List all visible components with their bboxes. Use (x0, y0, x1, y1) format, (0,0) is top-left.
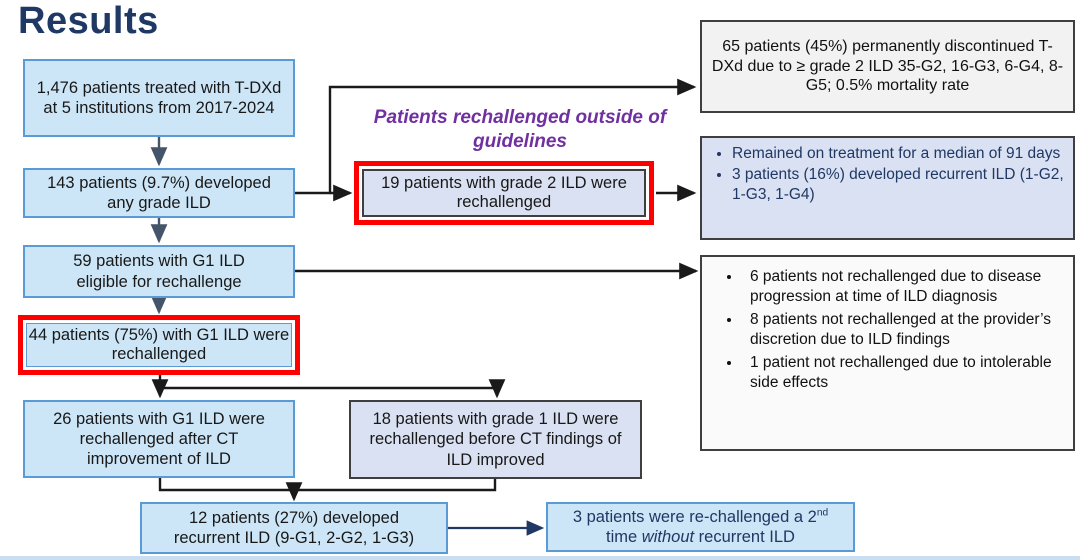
not-rechallenged-reasons-list: 6 patients not rechallenged due to disea… (708, 267, 1067, 394)
not-rechallenged-reason-item: 6 patients not rechallenged due to disea… (742, 267, 1067, 308)
panel-grade2-outcomes: Remained on treatment for a median of 91… (700, 136, 1075, 240)
flow-box-eligible-text: 59 patients with G1 ILD eligible for rec… (73, 252, 245, 291)
second-rechallenge-part2: time (606, 528, 642, 546)
grade2-outcomes-list: Remained on treatment for a median of 91… (706, 144, 1065, 205)
grade2-outcome-item: Remained on treatment for a median of 91… (732, 144, 1065, 164)
second-rechallenge-italic: without (641, 528, 695, 546)
connector-44-to-18 (160, 379, 506, 399)
flow-box-rechallenged-g1-text: 44 patients (75%) with G1 ILD were recha… (28, 326, 290, 363)
outside-guidelines-label: Patients rechallenged outside of guideli… (373, 107, 667, 152)
page-title: Results (18, 0, 159, 42)
panel-not-rechallenged-reasons: 6 patients not rechallenged due to disea… (700, 255, 1075, 451)
panel-discontinued-text: 65 patients (45%) permanently discontinu… (711, 38, 1064, 95)
flow-box-rechallenged-after-ct: 26 patients with G1 ILD were rechallenge… (23, 400, 295, 478)
flow-box-rechallenged-g1: 44 patients (75%) with G1 ILD were recha… (26, 323, 292, 367)
grade2-outcome-item: 3 patients (16%) developed recurrent ILD… (732, 165, 1065, 205)
panel-discontinued: 65 patients (45%) permanently discontinu… (700, 20, 1075, 113)
not-rechallenged-reason-item: 8 patients not rechallenged at the provi… (742, 310, 1067, 351)
flow-box-rechallenged-g1-highlight: 44 patients (75%) with G1 ILD were recha… (18, 315, 300, 375)
flow-box-grade2-rechallenged-text: 19 patients with grade 2 ILD were rechal… (381, 174, 627, 211)
flow-box-developed-ild: 143 patients (9.7%) developed any grade … (23, 168, 295, 218)
slide-bottom-strip (0, 556, 1080, 560)
flow-box-recurrent-ild: 12 patients (27%) developed recurrent IL… (140, 502, 448, 554)
flow-box-second-rechallenge-text: 3 patients were re-challenged a 2nd time… (560, 507, 841, 547)
flow-box-rechallenged-after-ct-text: 26 patients with G1 ILD were rechallenge… (53, 409, 265, 469)
flow-box-rechallenged-before-ct-text: 18 patients with grade 1 ILD were rechal… (369, 410, 622, 469)
flow-box-developed-ild-text: 143 patients (9.7%) developed any grade … (47, 173, 271, 212)
flow-box-treated: 1,476 patients treated with T-DXd at 5 i… (23, 59, 295, 137)
second-rechallenge-part1: 3 patients were re-challenged a 2 (572, 507, 817, 526)
flow-box-eligible: 59 patients with G1 ILD eligible for rec… (23, 245, 295, 298)
flow-box-grade2-rechallenged: 19 patients with grade 2 ILD were rechal… (362, 169, 646, 217)
flow-box-treated-text: 1,476 patients treated with T-DXd at 5 i… (36, 78, 282, 117)
second-rechallenge-sup: nd (816, 507, 829, 519)
flow-box-second-rechallenge: 3 patients were re-challenged a 2nd time… (546, 502, 855, 552)
flow-box-rechallenged-before-ct: 18 patients with grade 1 ILD were rechal… (349, 400, 642, 479)
connector-merge-line (158, 478, 497, 492)
second-rechallenge-part3: recurrent ILD (694, 528, 795, 546)
flow-box-recurrent-ild-text: 12 patients (27%) developed recurrent IL… (173, 508, 415, 547)
not-rechallenged-reason-item: 1 patient not rechallenged due to intole… (742, 353, 1067, 394)
flow-box-grade2-rechallenged-highlight: 19 patients with grade 2 ILD were rechal… (354, 161, 654, 225)
